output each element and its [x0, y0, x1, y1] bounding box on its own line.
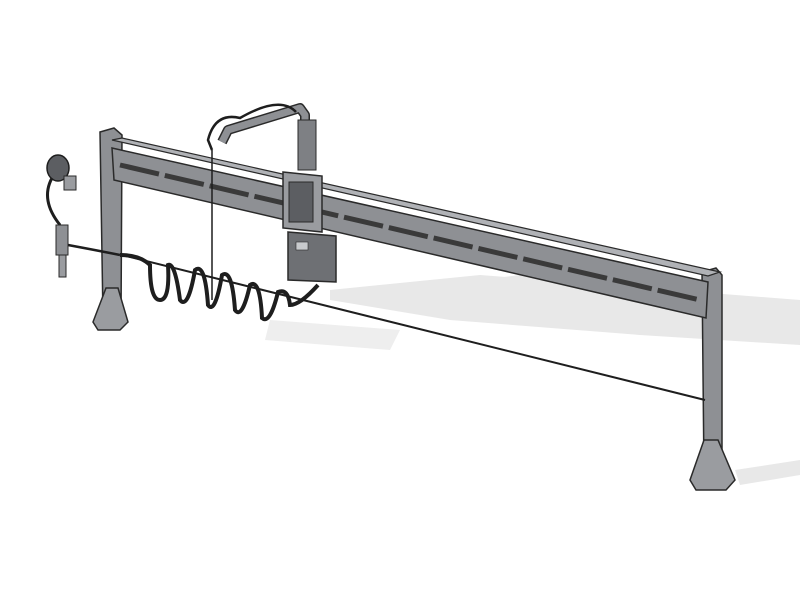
wire — [121, 254, 706, 401]
reel-bracket — [63, 175, 77, 191]
tool-cable — [67, 243, 121, 257]
arm-hose — [206, 103, 297, 151]
motor-label — [295, 241, 309, 251]
left-post-base — [92, 287, 129, 331]
motor-box — [287, 231, 337, 283]
carriage-column — [297, 119, 317, 171]
coil-shadow — [265, 320, 400, 350]
reel-hose — [46, 177, 62, 226]
right-post-shadow — [735, 460, 800, 485]
carriage — [206, 103, 337, 283]
hose-reel — [46, 154, 121, 278]
reel-wheel — [46, 154, 70, 182]
right-post — [689, 267, 736, 491]
carriage-window — [288, 181, 314, 223]
beam-slot-line — [119, 162, 701, 303]
crossbeam — [111, 137, 723, 319]
tool-body — [55, 224, 69, 256]
beam-top — [111, 137, 723, 277]
right-post-base — [689, 439, 736, 491]
festoon-cable — [119, 253, 320, 322]
tool-tip — [58, 254, 67, 278]
